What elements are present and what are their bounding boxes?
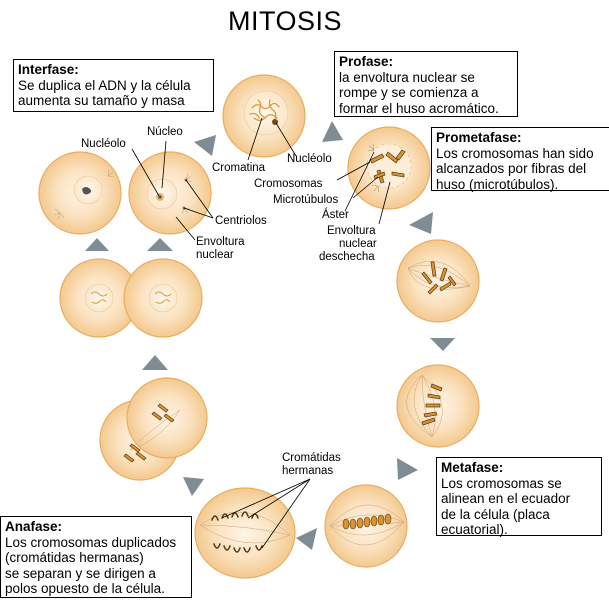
cell-prometaphase [396,239,480,323]
label-centriolos: Centriolos [215,215,267,227]
label-aster: Áster [322,208,349,221]
cell-telophase [99,377,208,481]
interfase-text: Se duplica el ADN y la célula aumenta su… [18,77,191,109]
prometafase-heading: Prometafase: [436,130,522,145]
cell-anaphase [194,487,296,579]
metafase-box: Metafase: Los cromosomas se alinean en e… [436,457,602,538]
anafase-text: Los cromosomas duplicados (cromátidas he… [5,534,177,597]
prometafase-text: Los cromosomas han sido alcanzados por f… [436,145,594,192]
arrow-to-telofase [183,477,204,496]
label-desechada-2: nuclear [339,238,377,250]
arrow-to-metafase-bottom [397,458,418,480]
metafase-text: Los cromosomas se alinean en el ecuador … [441,475,571,538]
cell-interphase-left [38,151,122,235]
label-microtubulos: Microtúbulos [273,194,338,206]
arrow-to-profase [322,121,343,142]
label-nucleo: Núcleo [147,126,183,138]
label-cromatina: Cromatina [212,162,266,174]
cycle-arrows [85,121,455,550]
label-nucleolo-top: Nucléolo [287,153,332,165]
label-cromatidas: Cromátidas [282,452,341,464]
arrow-to-anafase [296,528,317,550]
pointer-lines [131,117,391,549]
label-cromatidas-hermanas: hermanas [282,465,333,477]
interfase-heading: Interfase: [18,62,79,77]
cell-metaphase-bottom [324,484,408,568]
profase-box: Profase: la envoltura nuclear se rompe y… [334,51,518,117]
profase-text: la envoltura nuclear se rompe y se comie… [339,69,499,116]
arrow-interfase-2 [147,238,173,251]
cell-cytokinesis [59,258,203,338]
cell-metaphase-right [396,364,480,448]
anafase-heading: Anafase: [5,519,63,534]
cell-interphase-labelled [128,151,212,235]
interfase-box: Interfase: Se duplica el ADN y la célula… [13,59,214,112]
label-cromosomas: Cromosomas [254,178,323,190]
anafase-box: Anafase: Los cromosomas duplicados (crom… [0,516,192,598]
arrow-interfase-1 [85,238,109,251]
label-envoltura: Envoltura [196,236,245,248]
label-desechada-1: Envoltura [327,225,376,237]
label-envoltura-nuclear: nuclear [196,249,234,261]
prometafase-box: Prometafase: Los cromosomas han sido alc… [431,127,609,192]
profase-heading: Profase: [339,54,394,69]
arrow-to-prometafase [409,212,433,234]
arrow-to-citocinesis [142,355,168,370]
metafase-heading: Metafase: [441,460,504,475]
cell-prophase [347,126,431,210]
diagram-title: MITOSIS [227,6,343,36]
label-nucleolo-left: Nucléolo [81,138,126,150]
cell-prophase-early [222,74,306,158]
arrow-to-top [194,135,216,156]
arrow-to-metafase [430,338,455,351]
label-desechada-3: deschecha [319,251,375,263]
